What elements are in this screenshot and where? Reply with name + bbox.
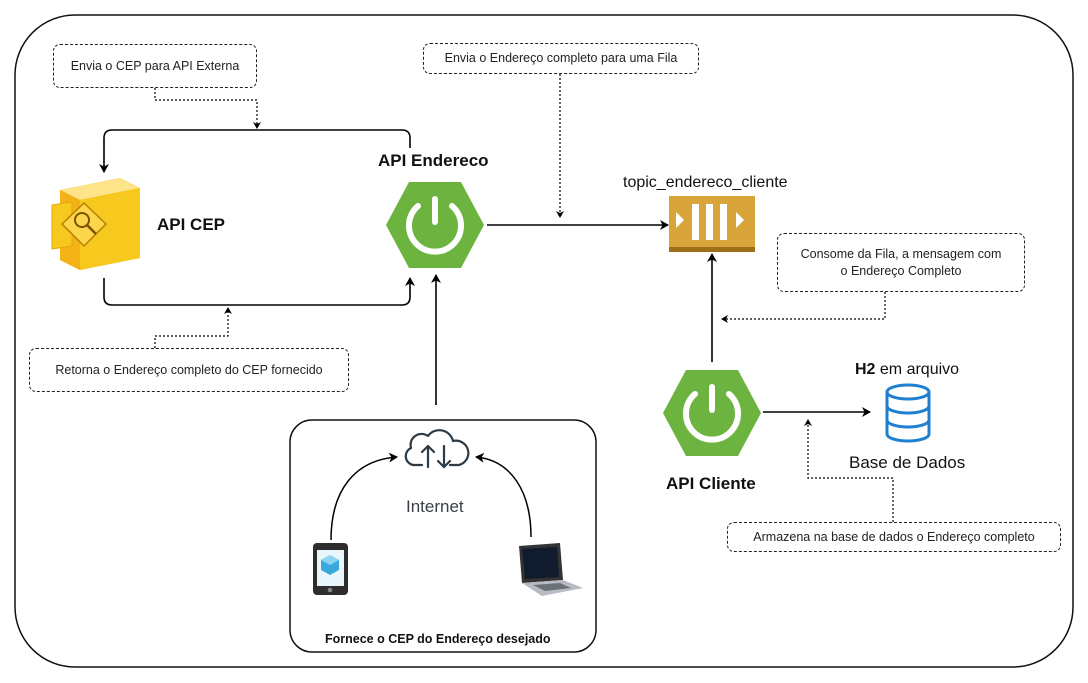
database-engine-label: H2 [855, 361, 876, 378]
client-group-box [289, 419, 597, 653]
laptop-icon [519, 543, 583, 596]
note-send-cep: Envia o CEP para API Externa [53, 44, 257, 88]
note-connector-consume-queue [721, 292, 886, 323]
arrow-phone-to-internet [330, 452, 398, 541]
internet-label: Internet [406, 497, 464, 516]
arrow-cep-to-endereco [103, 277, 415, 306]
topic-queue-icon [669, 196, 755, 252]
note-connector-send-cep [154, 88, 261, 129]
database-storage-label: em arquivo [879, 361, 960, 378]
note-send-queue: Envia o Endereço completo para uma Fila [423, 43, 699, 74]
api-cep-icon [51, 178, 140, 270]
database-icon [885, 383, 931, 443]
note-consume-queue: Consome da Fila, a mensagem com o Endere… [777, 233, 1025, 292]
outer-container [14, 14, 1074, 668]
client-group-label: Fornece o CEP do Endereço desejado [325, 632, 551, 646]
note-connector-return-address [154, 307, 232, 348]
api-endereco-spring-icon [386, 182, 484, 268]
smartphone-icon [313, 543, 348, 595]
topic-label: topic_endereco_cliente [623, 174, 788, 191]
note-return-address: Retorna o Endereço completo do CEP forne… [29, 348, 349, 392]
cloud-sync-icon [404, 429, 470, 469]
arrow-laptop-to-internet [475, 452, 532, 538]
arrow-endereco-to-cep [99, 129, 411, 173]
database-caption: Base de Dados [849, 453, 966, 472]
database-title: H2 em arquivo [855, 361, 959, 379]
api-cliente-spring-icon [663, 370, 761, 456]
api-cliente-label: API Cliente [666, 474, 756, 493]
note-store-db: Armazena na base de dados o Endereço com… [727, 522, 1061, 552]
api-cep-label: API CEP [157, 215, 226, 234]
api-endereco-label: API Endereco [378, 151, 489, 170]
note-connector-store-db [804, 419, 894, 522]
